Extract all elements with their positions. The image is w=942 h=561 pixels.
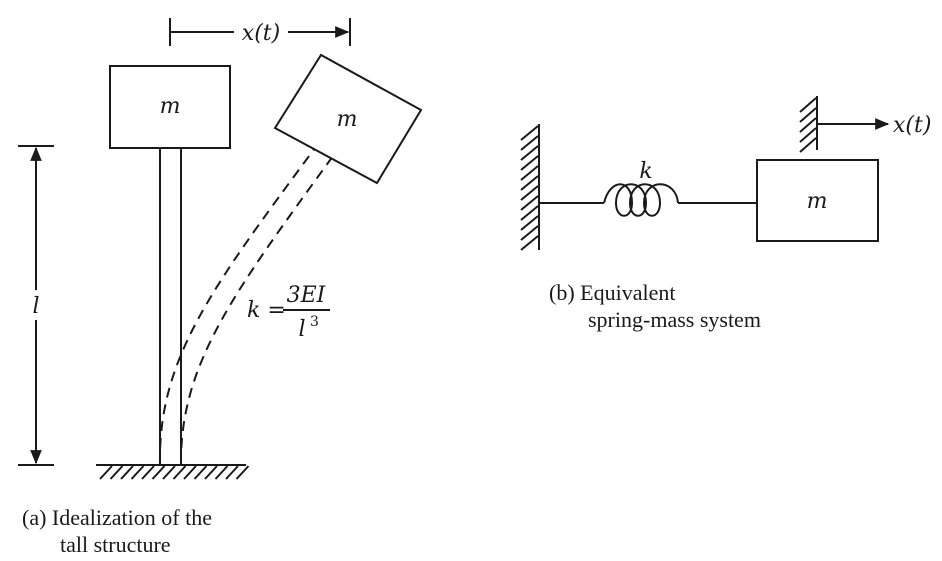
hatch-line <box>520 235 539 251</box>
mass-box-upright <box>109 65 231 149</box>
hatch-line <box>799 137 817 153</box>
figure-b: k m x(t) (b) Equivalent spring-mass syst… <box>520 96 931 332</box>
hatch-line <box>520 145 539 161</box>
wall-hatching <box>520 125 539 251</box>
hatch-line <box>520 165 539 181</box>
stiffness-prefix: k = <box>247 298 286 323</box>
hatch-line <box>214 465 229 480</box>
ground-hatching <box>99 465 250 480</box>
height-dimension: l <box>18 145 54 466</box>
hatch-line <box>151 465 166 480</box>
caption-a-line1: (a) Idealization of the <box>22 505 212 530</box>
hatch-line <box>520 155 539 171</box>
hatch-line <box>520 135 539 151</box>
mass-label-b: m <box>807 189 828 214</box>
mass-label-upright: m <box>160 94 181 119</box>
hatch-line <box>799 127 817 143</box>
figure-a: x(t) m m l k = 3EI l 3 <box>18 18 423 557</box>
stiffness-numerator: 3EI <box>287 283 327 308</box>
displacement-label-a: x(t) <box>242 21 280 46</box>
hatch-line <box>799 117 817 133</box>
hatch-line <box>235 465 250 480</box>
displacement-label-b: x(t) <box>893 113 931 138</box>
caption-b-line1: (b) Equivalent <box>549 280 675 305</box>
hatch-line <box>225 465 239 480</box>
ground-a <box>96 464 250 480</box>
stiffness-denominator: l <box>298 317 305 342</box>
hatch-line <box>193 465 208 480</box>
hatch-line <box>141 465 155 480</box>
displacement-arrow-a: x(t) <box>169 18 351 46</box>
hatch-line <box>520 225 539 241</box>
deflected-column-left-edge <box>158 147 316 466</box>
hatch-line <box>520 175 539 191</box>
height-label: l <box>32 294 39 319</box>
hatch-line <box>109 465 124 480</box>
caption-a-line2: tall structure <box>60 532 171 557</box>
stiffness-exponent: 3 <box>310 314 319 330</box>
hatch-line <box>520 205 539 221</box>
hatch-line <box>99 465 113 480</box>
hatch-line <box>520 185 539 201</box>
spring-label: k <box>639 159 652 184</box>
deflected-column-right-edge <box>179 155 334 466</box>
spring-coil <box>603 183 679 217</box>
mass-label-deflected: m <box>337 107 358 132</box>
hatch-line <box>520 215 539 231</box>
hatch-line <box>183 465 197 480</box>
reference-hatching <box>799 97 817 153</box>
hatch-line <box>204 465 218 480</box>
hatch-line <box>799 107 817 123</box>
hatch-line <box>799 97 817 113</box>
mass-box-deflected <box>273 53 423 185</box>
hatch-line <box>520 195 539 211</box>
mass-box-b <box>756 159 879 242</box>
hatch-line <box>162 465 176 480</box>
hatch-line <box>120 465 134 480</box>
hatch-line <box>130 465 145 480</box>
hatch-line <box>172 465 187 480</box>
hatch-line <box>520 125 539 141</box>
caption-b-line2: spring-mass system <box>588 307 761 332</box>
stiffness-formula: k = 3EI l 3 <box>247 283 330 342</box>
